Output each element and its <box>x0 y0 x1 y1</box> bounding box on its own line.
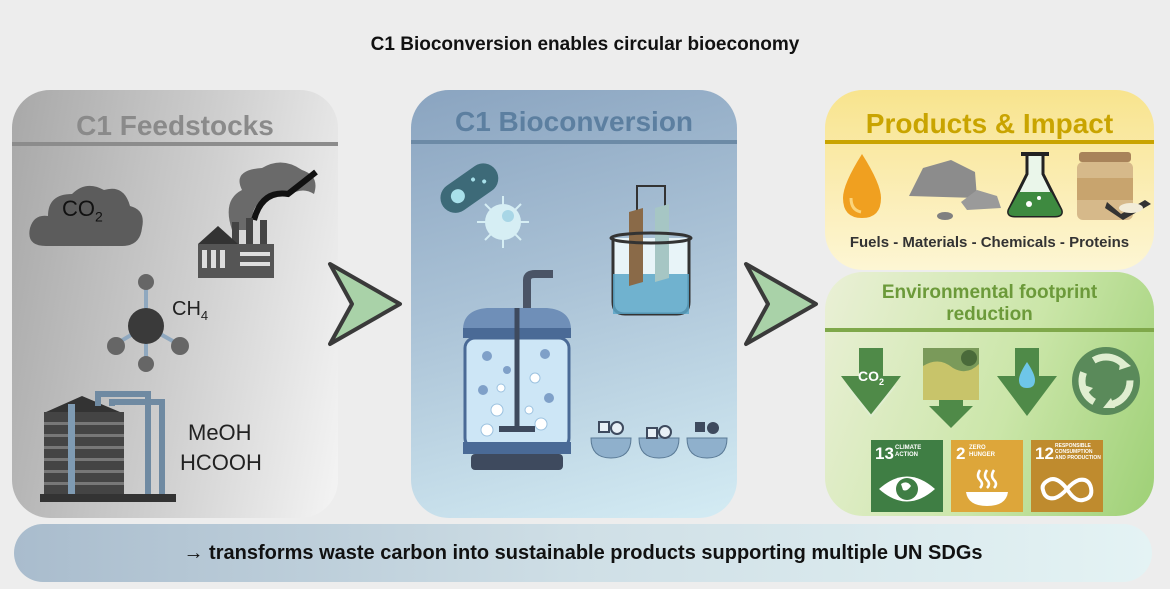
products-panel: Products & Impact Fuels - Materials - Ch… <box>825 90 1154 270</box>
products-title: Products & Impact <box>865 108 1114 139</box>
sdg-12-tile: 12 RESPONSIBLE CONSUMPTION AND PRODUCTIO… <box>1031 440 1103 512</box>
factory-icon <box>198 162 318 278</box>
water-reduction-arrow-icon <box>997 348 1057 416</box>
recycle-icon <box>1072 347 1140 415</box>
cloud-icon <box>29 185 143 246</box>
flow-arrow-icon <box>744 262 818 346</box>
bioconversion-divider <box>411 140 737 144</box>
flask-icon <box>1007 152 1063 218</box>
page-title: C1 Bioconversion enables circular bioeco… <box>370 34 800 55</box>
environment-panel: Environmental footprint reduction CO2 13… <box>825 272 1154 516</box>
co2-reduction-arrow-icon <box>841 348 901 418</box>
products-divider <box>825 140 1154 144</box>
electrochemical-cell-icon <box>609 185 693 316</box>
virus-icon <box>477 196 529 248</box>
methane-molecule-icon <box>107 274 189 372</box>
feedstocks-title: C1 Feedstocks <box>76 110 274 141</box>
food-bowl-icon <box>966 469 1008 506</box>
environment-divider <box>825 328 1154 332</box>
flow-arrow-icon <box>328 262 402 346</box>
hcooh-label: HCOOH <box>180 450 262 475</box>
ch4-label: CH4 <box>172 298 209 323</box>
enzyme-icon <box>590 421 728 459</box>
co2-label: CO2 <box>62 196 103 225</box>
land-use-arrow-icon <box>923 348 979 428</box>
rocks-icon <box>909 160 1001 220</box>
meoh-label: MeOH <box>188 420 252 445</box>
bioreactor-icon <box>463 270 571 470</box>
environment-title-line2: reduction <box>946 304 1033 325</box>
sdg-13-tile: 13 CLIMATE ACTION <box>871 440 943 512</box>
infinity-icon <box>1040 477 1094 503</box>
bioconversion-panel: C1 Bioconversion <box>411 90 737 518</box>
feedstocks-divider <box>12 142 338 146</box>
co2-reduction-label: CO2 <box>858 368 885 387</box>
protein-jar-icon <box>1077 152 1151 220</box>
storage-tank-icon <box>40 391 176 502</box>
environment-title-line1: Environmental footprint <box>881 282 1098 303</box>
products-caption: Fuels - Materials - Chemicals - Proteins <box>849 234 1130 251</box>
summary-banner: → transforms waste carbon into sustainab… <box>14 524 1152 582</box>
eye-globe-icon <box>879 476 935 502</box>
sdg-2-tile: 2 ZERO HUNGER <box>951 440 1023 512</box>
feedstocks-panel: C1 Feedstocks CO2 CH4 <box>12 90 338 518</box>
bacteria-icon <box>440 163 499 213</box>
fuel-drop-icon <box>843 154 881 218</box>
bioconversion-title: C1 Bioconversion <box>454 106 694 137</box>
